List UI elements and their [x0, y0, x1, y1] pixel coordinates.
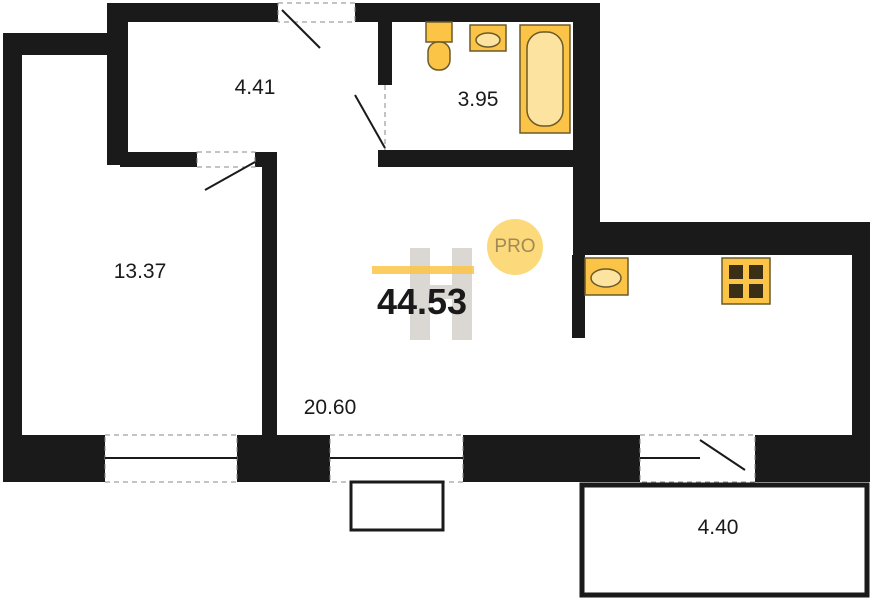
kitchen-sink-icon [584, 257, 629, 296]
balcony-outline [579, 482, 870, 598]
room-area-bedroom: 13.37 [113, 260, 167, 283]
room-area-living-kitchen: 20.60 [303, 396, 357, 419]
window-lines [105, 9, 746, 471]
total-area: 44.53 [376, 281, 468, 322]
walls [3, 3, 870, 482]
room-area-hall: 4.41 [234, 76, 276, 99]
bathroom-sink-icon [469, 24, 507, 52]
room-area-bathroom: 3.95 [457, 88, 499, 111]
stove-icon [721, 257, 771, 305]
pro-badge: PRO [487, 219, 543, 275]
accent-bar [372, 266, 474, 274]
bay-window [349, 480, 445, 532]
room-area-balcony: 4.40 [697, 516, 739, 539]
bathtub-icon [519, 24, 571, 134]
toilet-icon [425, 21, 453, 71]
